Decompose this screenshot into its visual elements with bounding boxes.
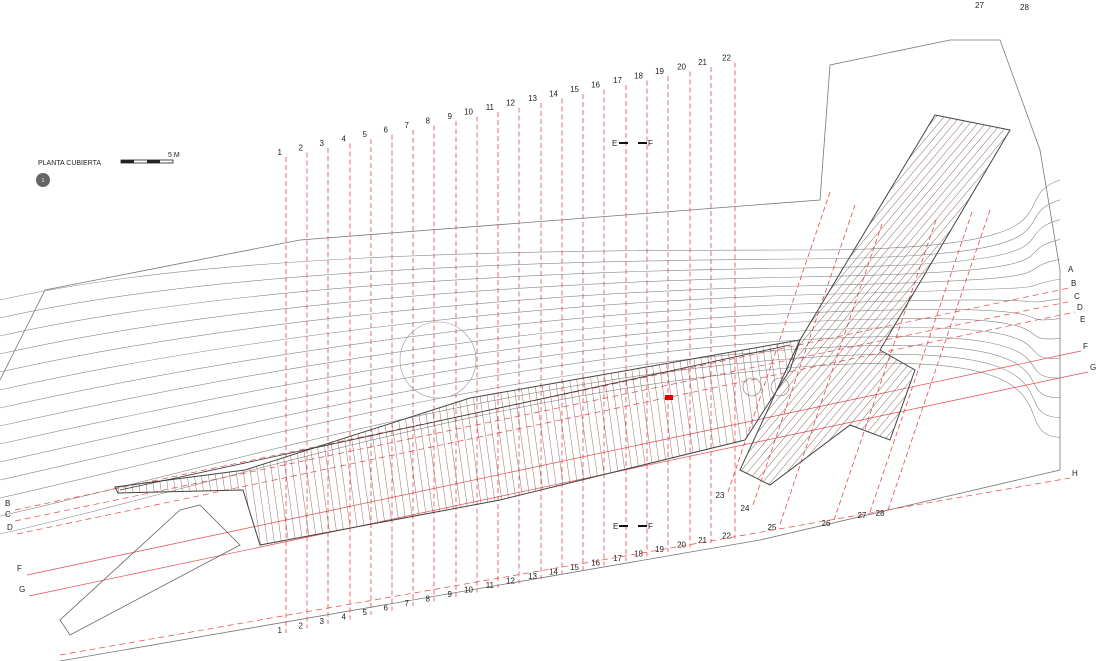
diagonal-axis-label: 26 [822,519,831,528]
diagonal-axis-line [727,191,831,493]
section-cut-ef-top: E F [612,139,653,148]
grid-axis-label-top: 19 [655,67,664,76]
sheet-number: 1 [42,178,45,184]
scale-label: 5 M [168,152,180,159]
grid-axis-label-top: 21 [698,58,707,67]
grid-axis-label-top: 2 [299,144,304,153]
grid-axis-label-top: 6 [384,126,389,135]
grid-axis-label-top: 1 [278,148,283,157]
grid-axis-label-bottom: 6 [384,604,389,613]
grid-axis-label-bottom: 5 [363,608,368,617]
grid-axis-label-top: 4 [342,135,347,144]
grid-axis-label-bottom: 2 [299,622,304,631]
section-label-left: C [5,510,11,519]
grid-axis-label-bottom: 18 [634,550,643,559]
top-axis-label: 27 [975,1,984,10]
grid-axis-label-bottom: 15 [570,563,579,572]
grid-axis-label-bottom: 13 [528,572,537,581]
svg-text:F: F [648,139,653,148]
grid-axis-label-bottom: 11 [486,581,495,590]
grid-axis-label-top: 22 [722,54,731,63]
section-line [59,477,1071,656]
diagonal-axis-line [887,209,991,511]
grid-axis-label-bottom: 17 [613,554,622,563]
grid-axis-label-top: 5 [363,130,368,139]
main-roof-wing [114,339,801,546]
grid-axis-label-top: 15 [570,85,579,94]
diagonal-axis-label: 23 [716,491,725,500]
section-label-right: B [1071,279,1076,288]
grid-axis-label-bottom: 4 [342,613,347,622]
grid-axis-label-bottom: 12 [506,577,515,586]
diagonal-roof-wing [739,114,1011,486]
diagonal-axis-line [869,211,973,513]
sheet-number-badge [36,173,50,187]
scale-bar: 5 M [120,152,180,164]
grid-axis-label-bottom: 8 [426,595,431,604]
grid-axis-label-bottom: 22 [722,532,731,541]
diagonal-axis-label: 24 [741,504,750,513]
grid-axis-label-top: 9 [448,112,453,121]
section-label-right: E [1080,315,1085,324]
grid-axis-label-top: 10 [464,108,473,117]
grid-axis-label-top: 3 [320,139,325,148]
diagonal-axis-label: 27 [858,511,867,520]
section-label-right: A [1068,265,1074,274]
grid-axis-label-bottom: 7 [405,599,410,608]
grid-axis-label-bottom: 14 [549,568,558,577]
section-label-right: H [1072,469,1078,478]
section-label-left: B [5,499,10,508]
grid-axis-label-top: 14 [549,90,558,99]
roof-structure [59,114,1011,636]
section-label-left: D [7,523,13,532]
grid-axis-label-top: 11 [486,103,495,112]
site-boundary [0,39,1061,661]
highlight-marker [665,395,673,400]
diagonal-axis-label: 28 [876,509,885,518]
grid-axis-label-bottom: 19 [655,545,664,554]
grid-axis-label-top: 13 [528,94,537,103]
svg-text:E: E [612,139,617,148]
grid-axis-label-top: 17 [613,76,622,85]
grid-axis-label-bottom: 1 [278,626,283,635]
grid-axis-label-top: 16 [591,81,600,90]
grid-axis-label-top: 8 [426,117,431,126]
grid-axis-label-top: 12 [506,99,515,108]
section-label-left: F [17,564,22,573]
section-label-right: F [1083,342,1088,351]
structural-grid-axes: 1122334455667788991010111112121313141415… [278,1,1030,635]
section-label-right: D [1077,303,1083,312]
svg-text:F: F [648,522,653,531]
diagonal-axis-label: 25 [768,523,777,532]
tank-circle [770,377,790,397]
tree-circle [399,321,477,399]
grid-axis-label-bottom: 21 [698,536,707,545]
grid-axis-label-top: 20 [677,63,686,72]
grid-axis-label-bottom: 10 [464,586,473,595]
svg-text:E: E [613,522,618,531]
top-axis-label: 28 [1020,3,1029,12]
tank-circle [742,377,762,397]
section-label-right: C [1074,292,1080,301]
access-ramp [59,504,241,636]
grid-axis-label-bottom: 9 [448,590,453,599]
grid-axis-label-top: 7 [405,121,410,130]
section-cut-ef-bottom: E F [613,522,653,531]
grid-axis-label-bottom: 16 [591,559,600,568]
grid-axis-label-bottom: 3 [320,617,325,626]
section-label-left: G [19,585,25,594]
drawing-title: PLANTA CUBIERTA [38,160,101,167]
ridge-line [119,344,791,491]
grid-axis-label-top: 18 [634,72,643,81]
grid-axis-label-bottom: 20 [677,541,686,550]
section-label-right: G [1090,363,1096,372]
